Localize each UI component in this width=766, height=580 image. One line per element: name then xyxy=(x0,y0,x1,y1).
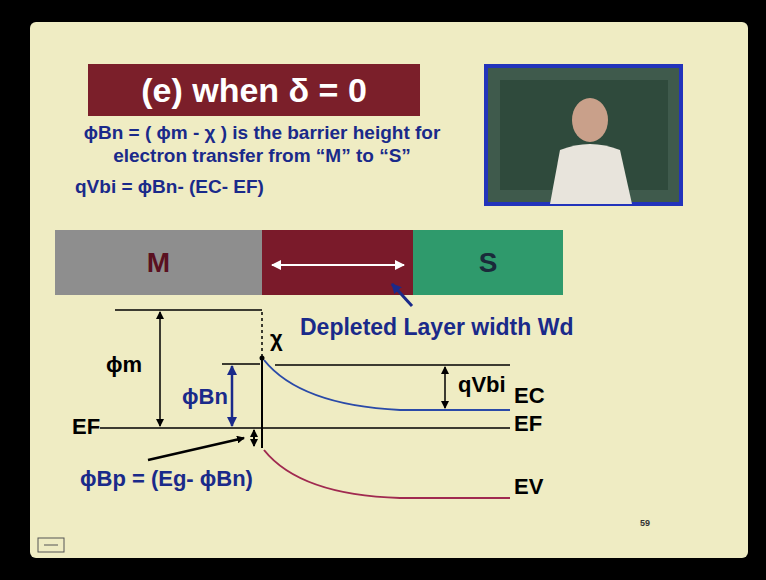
chi-dotted xyxy=(261,312,263,356)
phibp-leader xyxy=(148,438,244,460)
qvbi-label: qVbi xyxy=(458,372,506,398)
phim-label: ϕm xyxy=(106,352,142,378)
ev-label: EV xyxy=(514,474,543,500)
barrier-top xyxy=(275,364,510,366)
node-text: (e) when δ = 0 xyxy=(141,71,367,110)
chi-label: χ xyxy=(270,326,283,352)
ef-label: EF xyxy=(72,414,100,440)
node-text: S xyxy=(479,247,498,279)
leader-line xyxy=(392,284,412,306)
qvbi-arrow xyxy=(444,367,446,408)
ec-label: EC xyxy=(514,383,545,409)
semiconductor-box: S xyxy=(413,230,563,295)
phim-arrow xyxy=(159,312,161,426)
title-box: (e) when δ = 0 xyxy=(88,64,420,116)
phibn-label: ϕBn xyxy=(182,384,228,410)
vacuum-level xyxy=(115,309,262,311)
metal-box: M xyxy=(55,230,262,295)
fermi-level xyxy=(100,427,510,429)
ef-label: EF xyxy=(514,411,542,437)
video-inset xyxy=(486,66,681,204)
tick xyxy=(222,363,260,365)
barrier-note: ϕBn = ( ϕm - χ ) is the barrier height f… xyxy=(52,122,472,168)
valence-band xyxy=(264,450,510,498)
speaker-head xyxy=(572,98,608,142)
phibp-arrow xyxy=(253,430,255,446)
speaker-body xyxy=(550,144,632,204)
depletion-band xyxy=(262,230,413,295)
vbi-equation: qVbi = ϕBn- (EC- EF) xyxy=(75,176,264,199)
slide-icon xyxy=(38,538,64,552)
depletion-label: Depleted Layer width Wd xyxy=(300,314,573,342)
phibn-arrow xyxy=(231,366,234,426)
width-arrow xyxy=(272,264,404,266)
node-text: M xyxy=(147,247,170,279)
interface xyxy=(261,358,263,448)
phibp-label: ϕBp = (Eg- ϕBn) xyxy=(80,466,253,492)
conduction-band xyxy=(264,360,510,410)
slide-icon-line xyxy=(44,545,58,546)
page-number: 59 xyxy=(640,518,650,529)
